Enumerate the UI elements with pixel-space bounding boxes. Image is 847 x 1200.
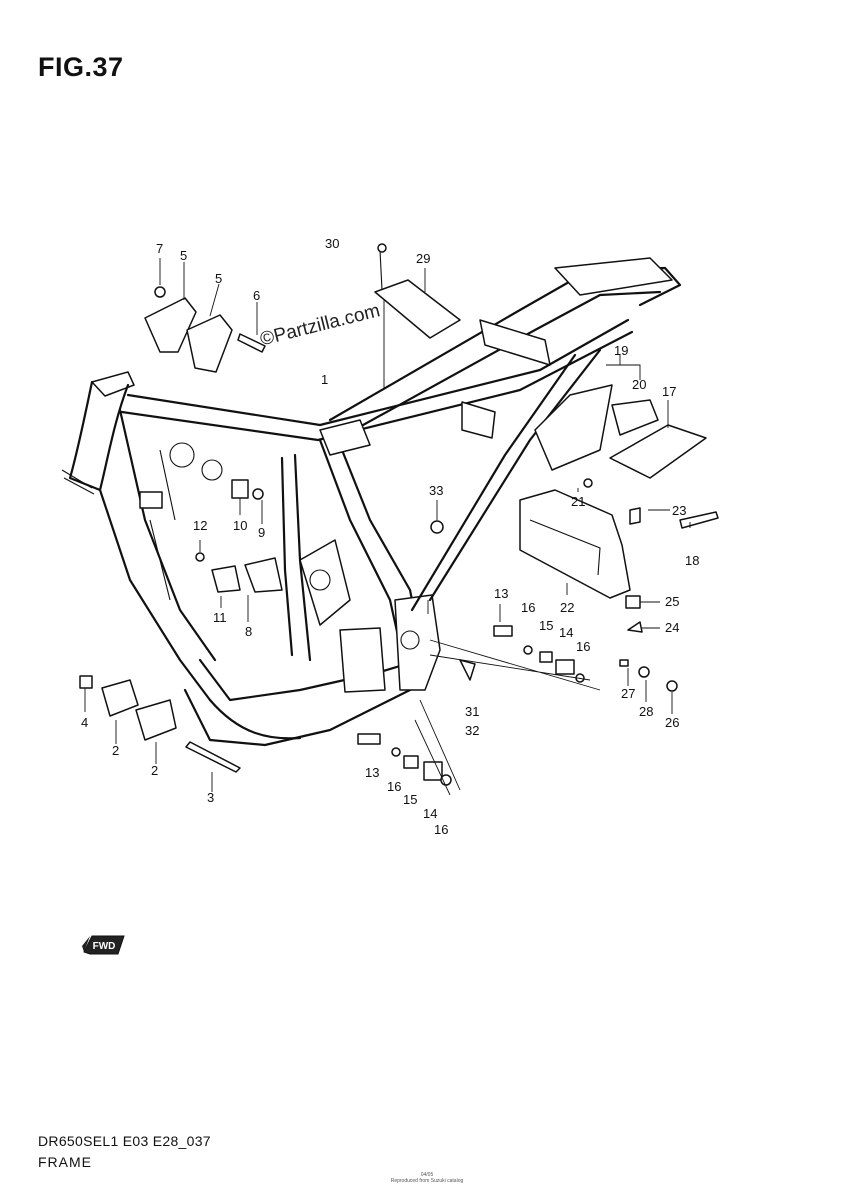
bolt-head: [252, 488, 264, 500]
battery-box-22: [519, 489, 631, 599]
engine-mount-plate-left: [144, 297, 197, 353]
callout: 18: [685, 553, 699, 568]
callout: 27: [621, 686, 635, 701]
mount-nut: [154, 286, 166, 298]
callout: 2: [151, 763, 158, 778]
bushing-14-upper: [555, 659, 575, 675]
callout: 11: [213, 610, 227, 625]
callout: 5: [180, 248, 187, 263]
fwd-label: FWD: [93, 941, 116, 952]
callout: 26: [665, 715, 679, 730]
collar-15-lower: [403, 755, 419, 769]
callout: 16: [521, 600, 535, 615]
fine-print: 04/05 Reproduced from Suzuki catalog: [362, 1172, 492, 1184]
callout: 10: [233, 518, 247, 533]
cushion-28: [638, 666, 650, 678]
fine-print-line: Reproduced from Suzuki catalog: [390, 1178, 464, 1184]
main-frame: [61, 257, 682, 747]
callout: 13: [494, 586, 508, 601]
callout: 30: [325, 236, 339, 251]
fine-print-line: 04/05: [420, 1172, 434, 1178]
callout: 17: [662, 384, 676, 399]
callout: 32: [465, 723, 479, 738]
nut-24: [627, 621, 643, 633]
callout: 19: [614, 343, 628, 358]
leader-lines: [84, 258, 691, 792]
mount-bolt: [237, 333, 266, 353]
rear-side-parts: [357, 384, 719, 796]
lower-plate-left: [101, 679, 139, 717]
callout: 12: [193, 518, 207, 533]
figure-name: FRAME: [38, 1154, 92, 1170]
washer-16-d: [440, 774, 452, 786]
callout: 15: [403, 792, 417, 807]
bolt-26: [666, 680, 678, 692]
callout: 6: [253, 288, 260, 303]
callout: 23: [672, 503, 686, 518]
collar-27: [619, 659, 629, 667]
bolt-23: [629, 507, 641, 525]
callout: 22: [560, 600, 574, 615]
cover-20: [611, 399, 659, 436]
callout: 33: [429, 483, 443, 498]
bolt-21: [583, 478, 593, 488]
washer-16-c: [391, 747, 401, 757]
callout: 7: [156, 241, 163, 256]
callout: 28: [639, 704, 653, 719]
callout: 3: [207, 790, 214, 805]
callout-labels: 1 2 2 3 4 5 5 6 7 8 9 10 11 12 13 13 14 …: [81, 236, 699, 837]
lower-plate-right: [135, 699, 177, 741]
engine-mount-plate-right: [186, 314, 233, 373]
callout: 8: [245, 624, 252, 639]
collar-15-upper: [539, 651, 553, 663]
bolt-18: [679, 511, 719, 529]
callout: 15: [539, 618, 553, 633]
callout: 21: [571, 494, 585, 509]
lower-mount-bolt: [185, 741, 241, 773]
bolt-12: [195, 552, 205, 562]
callout: 9: [258, 525, 265, 540]
nut-33: [430, 520, 444, 534]
callout: 16: [434, 822, 448, 837]
clamp-11: [211, 565, 241, 593]
callout: 4: [81, 715, 88, 730]
callout: 16: [576, 639, 590, 654]
washer-16-a: [523, 645, 533, 655]
model-code: DR650SEL1 E03 E28_037: [38, 1133, 211, 1149]
bushing-14-lower: [423, 761, 443, 781]
callout: 31: [465, 704, 479, 719]
bolt-13-lower: [357, 733, 381, 745]
callout: 14: [423, 806, 437, 821]
fwd-arrow-icon: FWD: [82, 935, 125, 955]
spacer: [231, 479, 249, 499]
bracket-8: [244, 557, 283, 593]
callout: 29: [416, 251, 430, 266]
callout: 1: [321, 372, 328, 387]
bolt-13-upper: [493, 625, 513, 637]
callout: 14: [559, 625, 573, 640]
callout: 16: [387, 779, 401, 794]
pad-17: [609, 424, 707, 479]
callout: 20: [632, 377, 646, 392]
figure-title: FIG.37: [38, 52, 124, 82]
callout: 13: [365, 765, 379, 780]
callout: 24: [665, 620, 679, 635]
cap-31: [459, 659, 476, 681]
callout: 2: [112, 743, 119, 758]
lower-nut: [79, 675, 93, 689]
callout: 5: [215, 271, 222, 286]
grommet-25: [625, 595, 641, 609]
bracket-29: [374, 279, 461, 339]
callout: 25: [665, 594, 679, 609]
mount-plates: [79, 243, 461, 773]
rear-mudguard-19: [534, 384, 613, 471]
